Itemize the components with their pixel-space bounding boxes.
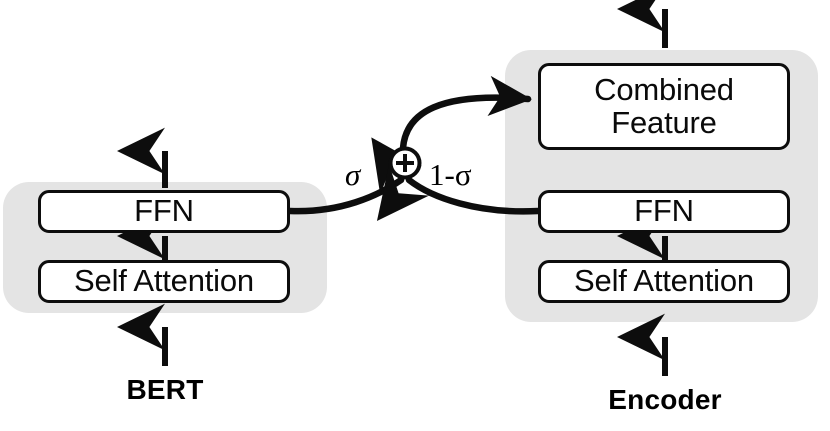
bert-module-caption: BERT bbox=[126, 374, 204, 405]
node-combined-feature-label-line1: Combined bbox=[594, 71, 734, 107]
node-encoder-self-attention[interactable]: Self Attention bbox=[538, 260, 790, 303]
gate-left-weight-label: σ bbox=[345, 157, 361, 192]
node-encoder-ffn-label: FFN bbox=[634, 193, 694, 229]
circled-plus-icon bbox=[388, 146, 422, 180]
encoder-module-caption: Encoder bbox=[608, 384, 722, 415]
node-bert-ffn[interactable]: FFN bbox=[38, 190, 290, 233]
node-encoder-self-attention-label: Self Attention bbox=[574, 263, 754, 299]
node-encoder-ffn[interactable]: FFN bbox=[538, 190, 790, 233]
gate-right-weight-text: 1-σ bbox=[429, 157, 472, 192]
node-bert-ffn-label: FFN bbox=[134, 193, 194, 229]
node-bert-self-attention[interactable]: Self Attention bbox=[38, 260, 290, 303]
gate-right-weight-label: 1-σ bbox=[429, 157, 472, 193]
node-combined-feature-label-line2: Feature bbox=[611, 104, 717, 140]
node-bert-self-attention-label: Self Attention bbox=[74, 263, 254, 299]
node-combined-feature[interactable]: Combined Feature bbox=[538, 63, 790, 150]
